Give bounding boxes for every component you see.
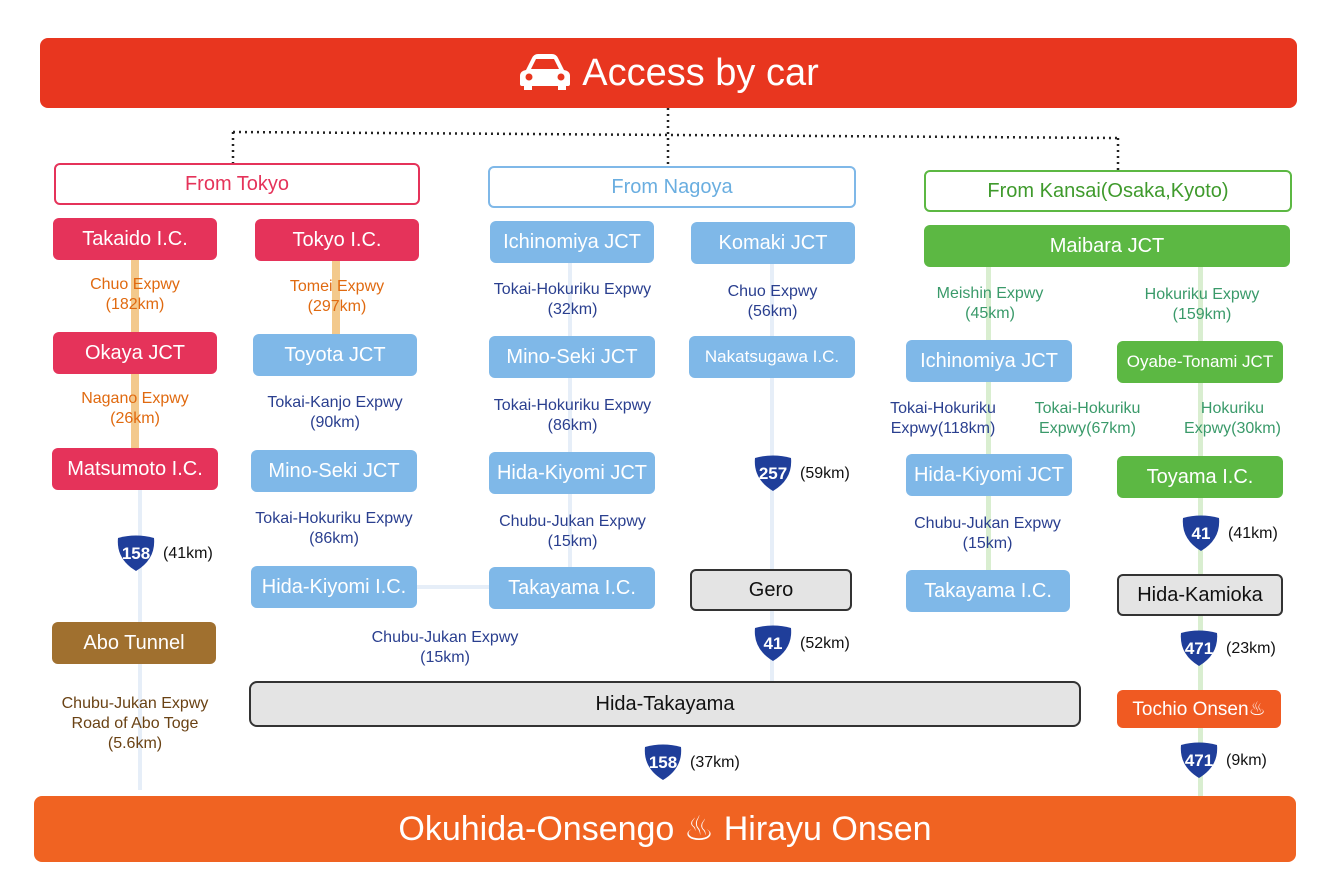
page-title: Access by car [582, 51, 819, 94]
route-shield-icon: 257 [754, 455, 792, 491]
node-hidakiyomi-kansai: Hida-Kiyomi JCT [906, 454, 1072, 496]
title-bar: Access by car [40, 38, 1297, 108]
label-th-86-nagoya: Tokai-Hokuriku Expwy (86km) [493, 397, 652, 434]
route-line [568, 258, 572, 588]
route-line [332, 258, 340, 340]
node-tokyo-ic: Tokyo I.C. [255, 219, 419, 261]
svg-text:41: 41 [764, 634, 783, 653]
route-shield-icon: 158 [117, 535, 155, 571]
node-ichinomiya-kansai: Ichinomiya JCT [906, 340, 1072, 382]
node-okaya: Okaya JCT [53, 332, 217, 374]
label-nagano-26: Nagano Expwy (26km) [81, 390, 189, 427]
label-hokuriku-30: Hokuriku Expwy(30km) [1184, 400, 1281, 437]
node-abo-tunnel: Abo Tunnel [52, 622, 216, 664]
node-hida-takayama: Hida-Takayama [249, 681, 1081, 727]
label-cj-15-tokyo: Chubu-Jukan Expwy (15km) [371, 629, 519, 666]
route-shield-icon: 158 [644, 744, 682, 780]
node-tochio-onsen: Tochio Onsen♨ [1117, 690, 1281, 728]
node-hidakiyomi-ic: Hida-Kiyomi I.C. [251, 566, 417, 608]
route-distance: (9km) [1226, 752, 1267, 769]
route-41-52km: 41 (52km) [752, 625, 850, 663]
node-oyabe-tonami: Oyabe-Tonami JCT [1117, 341, 1283, 383]
node-maibara: Maibara JCT [924, 225, 1290, 267]
node-hidakiyomi-nagoya: Hida-Kiyomi JCT [489, 452, 655, 494]
node-matsumoto: Matsumoto I.C. [52, 448, 218, 490]
route-471-9km: 471 (9km) [1178, 742, 1267, 780]
label-meishin-45: Meishin Expwy (45km) [936, 285, 1044, 322]
label-chuo-182: Chuo Expwy (182km) [90, 276, 180, 313]
node-hida-kamioka: Hida-Kamioka [1117, 574, 1283, 616]
route-distance: (52km) [800, 635, 850, 652]
node-ichinomiya-nagoya: Ichinomiya JCT [490, 221, 654, 263]
route-158-37km: 158 (37km) [642, 744, 740, 782]
svg-text:158: 158 [649, 753, 677, 772]
route-158-41km: 158 (41km) [115, 535, 213, 573]
route-shield-icon: 41 [754, 625, 792, 661]
route-distance: (59km) [800, 465, 850, 482]
route-line [986, 258, 991, 598]
label-th-86-tokyo: Tokai-Hokuriku Expwy (86km) [255, 510, 413, 547]
svg-text:41: 41 [1192, 524, 1211, 543]
svg-text:158: 158 [122, 544, 150, 563]
route-41-41km: 41 (41km) [1180, 515, 1278, 553]
svg-text:471: 471 [1185, 751, 1213, 770]
node-toyama: Toyama I.C. [1117, 456, 1283, 498]
node-takayama-nagoya: Takayama I.C. [489, 567, 655, 609]
route-shield-icon: 471 [1180, 742, 1218, 778]
node-minoseki-tokyo: Mino-Seki JCT [251, 450, 417, 492]
svg-text:257: 257 [759, 464, 787, 483]
svg-text:471: 471 [1185, 639, 1213, 658]
destination-bar: Okuhida-Onsengo ♨ Hirayu Onsen [34, 796, 1296, 862]
route-distance: (41km) [1228, 525, 1278, 542]
label-cj-15-kansai: Chubu-Jukan Expwy (15km) [914, 515, 1061, 552]
destination-title: Okuhida-Onsengo ♨ Hirayu Onsen [398, 810, 932, 848]
route-distance: (23km) [1226, 640, 1276, 657]
connector-lines [231, 108, 1120, 170]
route-distance: (41km) [163, 545, 213, 562]
label-abo-road: Chubu-Jukan Expwy Road of Abo Toge (5.6k… [61, 695, 209, 752]
label-tomei-297: Tomei Expwy (297km) [289, 278, 385, 315]
node-gero: Gero [690, 569, 852, 611]
section-nagoya: From Nagoya [488, 166, 856, 208]
route-shield-icon: 471 [1180, 630, 1218, 666]
label-chuo-56: Chuo Expwy (56km) [727, 283, 818, 320]
route-shield-icon: 41 [1182, 515, 1220, 551]
section-tokyo: From Tokyo [54, 163, 420, 205]
label-th-67: Tokai-Hokuriku Expwy(67km) [1034, 400, 1141, 437]
car-icon [518, 52, 572, 95]
route-471-23km: 471 (23km) [1178, 630, 1276, 668]
route-distance: (37km) [690, 754, 740, 771]
node-nakatsugawa: Nakatsugawa I.C. [689, 336, 855, 378]
node-komaki: Komaki JCT [691, 222, 855, 264]
node-minoseki-nagoya: Mino-Seki JCT [489, 336, 655, 378]
label-hokuriku-159: Hokuriku Expwy (159km) [1144, 286, 1260, 323]
node-takaido: Takaido I.C. [53, 218, 217, 260]
route-257-59km: 257 (59km) [752, 455, 850, 493]
label-th-32: Tokai-Hokuriku Expwy (32km) [493, 281, 652, 318]
route-line [330, 585, 580, 589]
label-cj-15-nagoya: Chubu-Jukan Expwy (15km) [499, 513, 646, 550]
node-takayama-kansai: Takayama I.C. [906, 570, 1070, 612]
label-th-118: Tokai-Hokuriku Expwy(118km) [890, 400, 996, 437]
label-kanjo-90: Tokai-Kanjo Expwy (90km) [267, 394, 403, 431]
node-toyota: Toyota JCT [253, 334, 417, 376]
section-kansai: From Kansai(Osaka,Kyoto) [924, 170, 1292, 212]
